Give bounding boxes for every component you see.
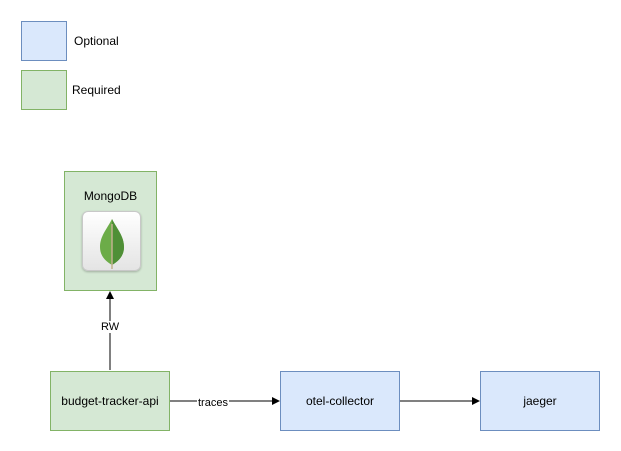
node-jaeger: jaeger	[480, 371, 600, 431]
node-otel-collector-label: otel-collector	[305, 394, 375, 408]
legend-optional-label: Optional	[74, 34, 119, 48]
edge-label-rw: RW	[100, 321, 121, 333]
legend-required-label: Required	[72, 83, 121, 97]
node-jaeger-label: jaeger	[523, 394, 557, 408]
legend-optional-swatch	[21, 21, 67, 61]
edge-label-traces: traces	[197, 397, 229, 409]
mongodb-icon-tile	[82, 211, 141, 271]
node-otel-collector: otel-collector	[280, 371, 400, 431]
node-budget-tracker-api: budget-tracker-api	[50, 371, 170, 431]
mongodb-leaf-icon	[100, 219, 124, 269]
legend-required-swatch	[21, 70, 67, 110]
node-mongodb: MongoDB	[64, 171, 157, 291]
node-mongodb-label: MongoDB	[83, 189, 138, 203]
node-budget-tracker-api-label: budget-tracker-api	[61, 394, 159, 408]
